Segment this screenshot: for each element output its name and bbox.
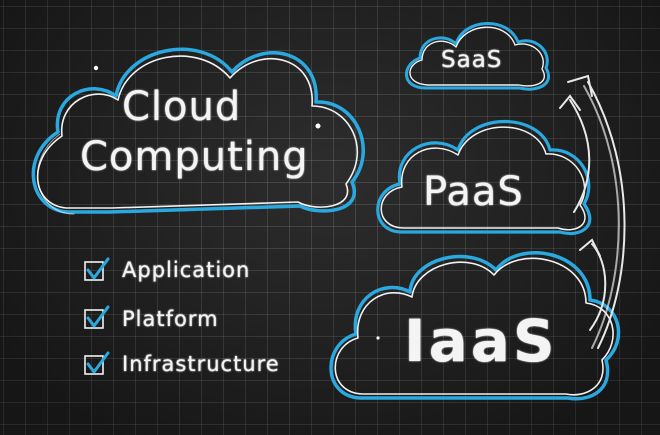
sparkles <box>93 65 380 340</box>
saas-label: SaaS <box>441 47 503 73</box>
paas-label: PaaS <box>423 169 524 215</box>
iaas-label: IaaS <box>404 307 558 375</box>
cloud-title-line1: Cloud <box>122 84 242 130</box>
iaas-cloud-outline <box>329 251 621 401</box>
checklist-item-application: Application <box>122 258 251 282</box>
checkbox-checked-icon <box>84 351 110 375</box>
checkbox-checked-icon <box>84 305 110 329</box>
cloud-title-line2: Computing <box>80 134 309 180</box>
cloud-computing-outline <box>31 47 365 215</box>
checklist-item-infrastructure: Infrastructure <box>122 352 280 376</box>
checkbox-checked-icon <box>84 257 110 281</box>
arrows <box>559 74 626 349</box>
paas-cloud-outline <box>376 120 592 236</box>
saas-cloud-outline <box>405 22 550 91</box>
checklist-item-platform: Platform <box>122 307 219 331</box>
